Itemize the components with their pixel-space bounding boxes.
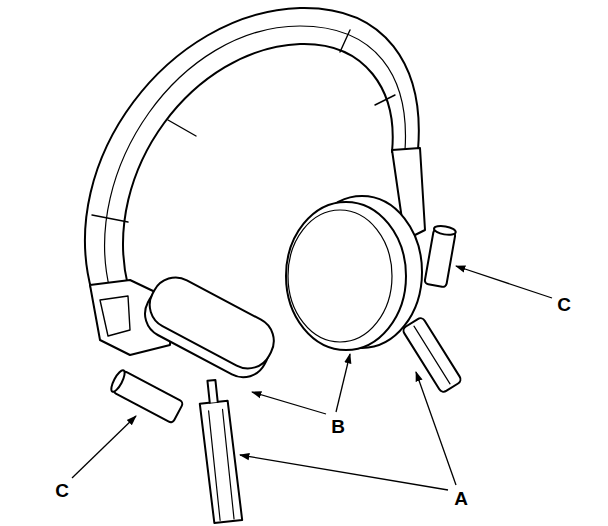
- callout-letter: C: [55, 481, 69, 500]
- headband-segment: [92, 30, 395, 222]
- callout-letter: C: [557, 295, 571, 314]
- leader-line: [240, 455, 448, 490]
- headband-cover-piece: [198, 379, 243, 523]
- leader-line: [416, 372, 456, 485]
- left-housing-detail: [100, 296, 130, 336]
- headband-cover-piece: [402, 316, 463, 393]
- battery: [109, 369, 184, 424]
- battery: [424, 225, 456, 288]
- leader-line: [336, 354, 350, 412]
- left-ear-pad: [137, 269, 283, 386]
- right-ear-pad: [286, 202, 406, 350]
- leader-line: [456, 266, 552, 298]
- leader-line: [252, 392, 326, 414]
- callout-letter: A: [454, 489, 468, 508]
- leader-lines: [72, 266, 552, 490]
- callout-letter: B: [331, 417, 345, 436]
- right-ear-pad-inner: [288, 210, 392, 342]
- leader-line: [72, 416, 136, 478]
